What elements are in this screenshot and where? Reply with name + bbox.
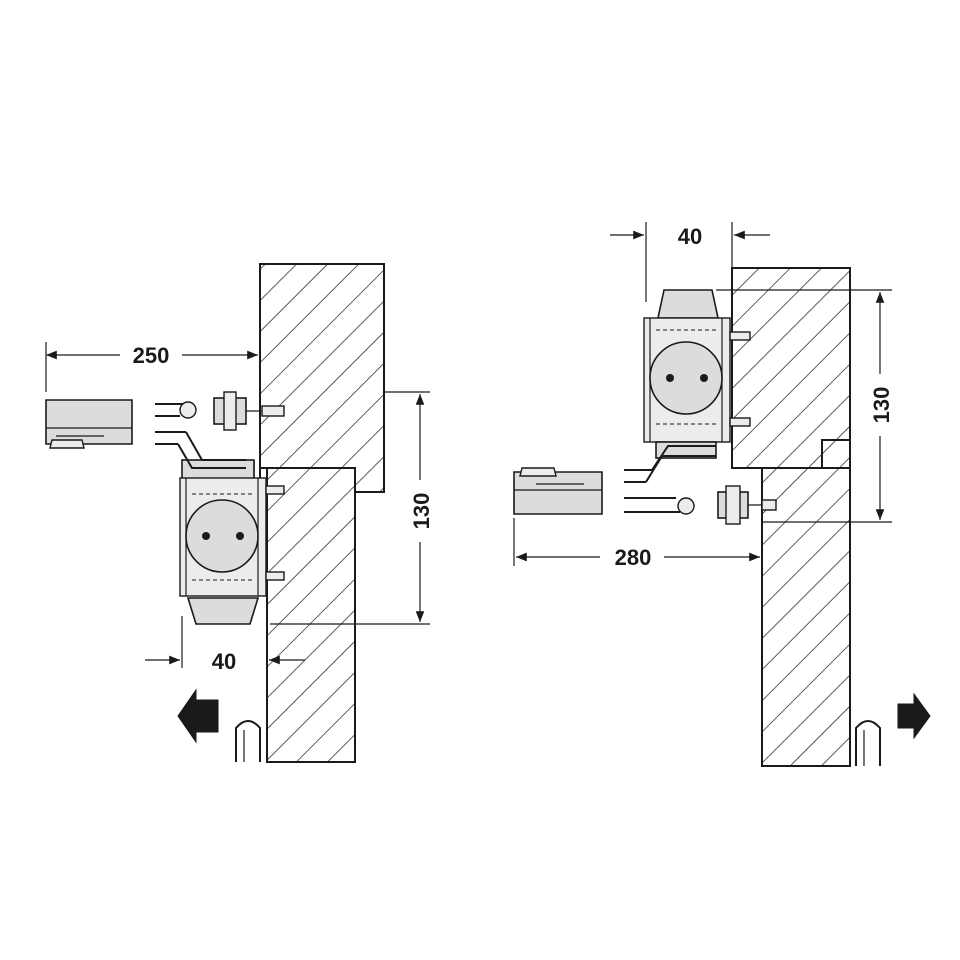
left-dim-40-label: 40	[212, 649, 236, 674]
left-diagram: 250 130 40	[45, 263, 436, 763]
right-dim-40-label: 40	[678, 224, 702, 249]
left-direction-arrow-icon	[177, 688, 219, 744]
left-frame-block	[259, 263, 385, 493]
left-dim-130: 130	[270, 391, 436, 625]
left-dim-250: 250	[45, 340, 258, 392]
right-dim-280: 280	[513, 518, 760, 572]
left-arm-bracket	[45, 391, 285, 469]
left-door-block	[266, 467, 356, 763]
right-arm-bracket	[513, 445, 777, 525]
right-dim-40: 40	[610, 222, 770, 302]
right-closer-body	[643, 289, 751, 459]
left-dim-250-label: 250	[133, 343, 170, 368]
right-door-block	[761, 439, 851, 767]
right-dim-280-label: 280	[615, 545, 652, 570]
left-dim-40: 40	[145, 616, 305, 674]
right-dim-130: 130	[716, 289, 896, 523]
right-frame-block	[731, 267, 851, 469]
right-hinge-pin	[855, 720, 881, 766]
left-hinge-pin	[235, 720, 261, 762]
left-dim-130-label: 130	[409, 493, 434, 530]
right-direction-arrow-icon	[897, 692, 931, 740]
right-diagram: 40 130 280	[513, 222, 931, 767]
right-dim-130-label: 130	[869, 387, 894, 424]
